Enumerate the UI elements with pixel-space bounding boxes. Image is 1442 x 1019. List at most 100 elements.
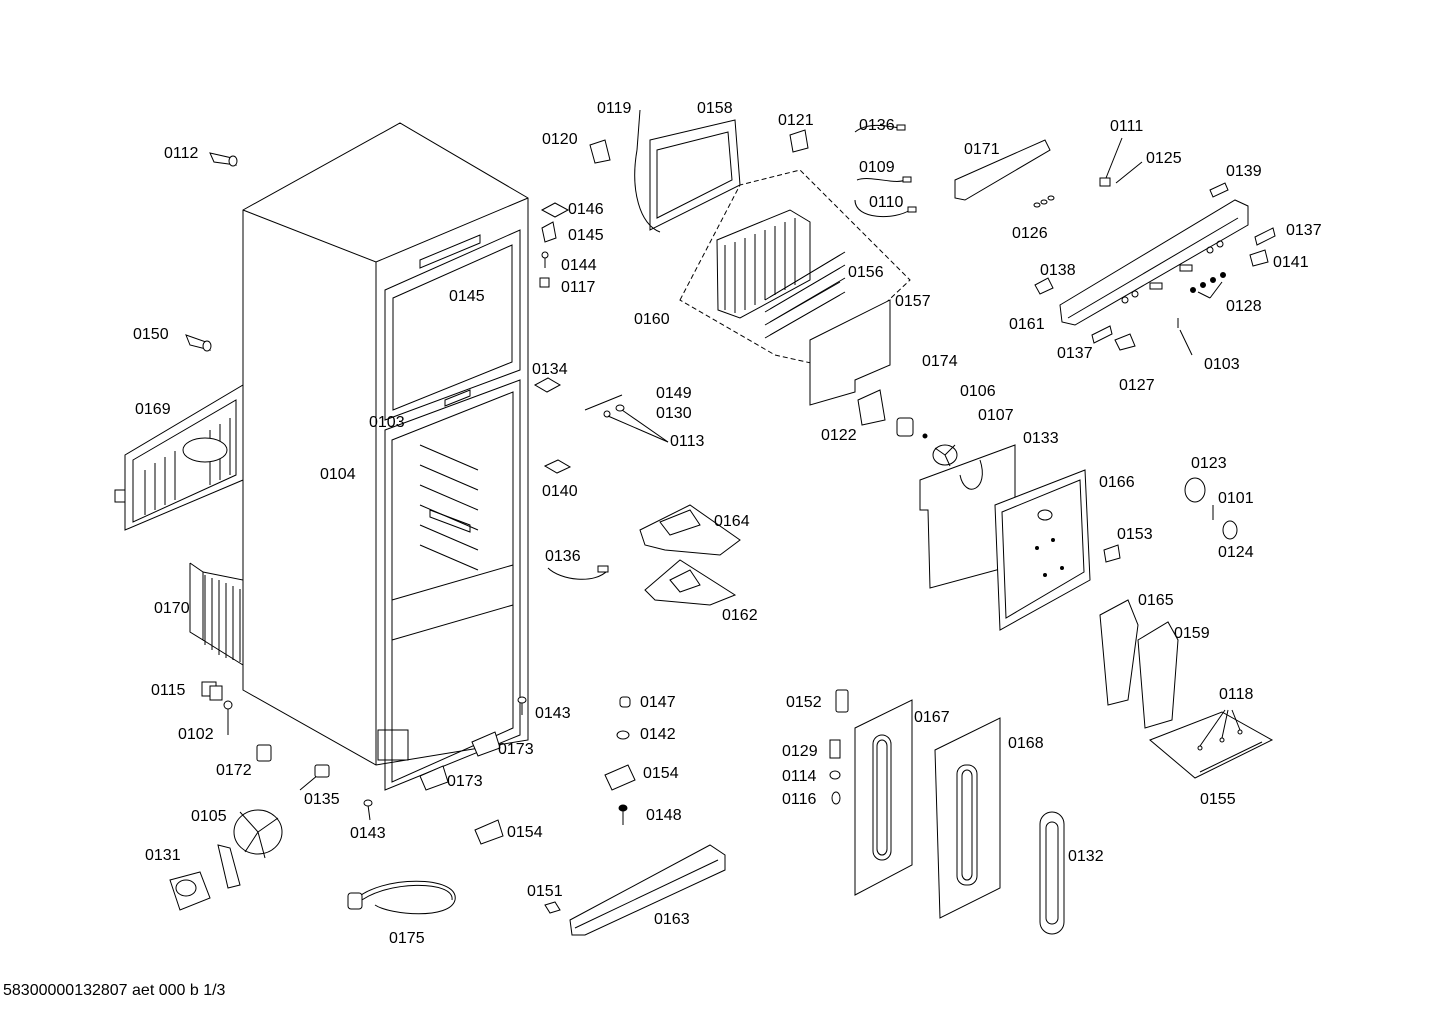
part-label-0172: 0172 [216, 762, 252, 779]
part-label-0155: 0155 [1200, 791, 1236, 808]
part-label-0159: 0159 [1174, 625, 1210, 642]
part-label-0103: 0103 [1204, 356, 1240, 373]
part-label-0142: 0142 [640, 726, 676, 743]
part-label-0145: 0145 [568, 227, 604, 244]
part-label-0170: 0170 [154, 600, 190, 617]
base-grille [544, 844, 726, 936]
part-label-0173: 0173 [498, 741, 534, 758]
part-label-0126: 0126 [1012, 225, 1048, 242]
part-label-0109: 0109 [859, 159, 895, 176]
part-label-0134: 0134 [532, 361, 568, 378]
door-liner-fridge [934, 717, 1001, 919]
part-label-0158: 0158 [697, 100, 733, 117]
power-cable [347, 880, 456, 915]
fan-housing [857, 389, 958, 467]
part-label-0164: 0164 [714, 513, 750, 530]
part-label-0137: 0137 [1057, 345, 1093, 362]
part-label-0145: 0145 [449, 288, 485, 305]
shelf-brackets [639, 504, 741, 606]
part-label-0131: 0131 [145, 847, 181, 864]
part-label-0111: 0111 [1110, 118, 1144, 135]
part-label-0174: 0174 [922, 353, 958, 370]
part-label-0166: 0166 [1099, 474, 1135, 491]
part-label-0125: 0125 [1146, 150, 1182, 167]
part-label-0150: 0150 [133, 326, 169, 343]
part-label-0137: 0137 [1286, 222, 1322, 239]
fan-cover-plate [919, 444, 1016, 589]
part-label-0160: 0160 [634, 311, 670, 328]
part-label-0129: 0129 [782, 743, 818, 760]
part-label-0104: 0104 [320, 466, 356, 483]
part-label-0127: 0127 [1119, 377, 1155, 394]
part-label-0122: 0122 [821, 427, 857, 444]
control-panel [1034, 182, 1276, 351]
part-label-0107: 0107 [978, 407, 1014, 424]
part-label-0135: 0135 [304, 791, 340, 808]
door-handles [1099, 599, 1179, 729]
door-liner-freezer [854, 699, 913, 896]
right-small-parts [1103, 477, 1238, 563]
rear-cover-panel [114, 384, 244, 531]
part-label-0124: 0124 [1218, 544, 1254, 561]
part-label-0139: 0139 [1226, 163, 1262, 180]
part-label-0136: 0136 [859, 117, 895, 134]
evaporator-plate [809, 299, 891, 406]
condenser [189, 562, 244, 666]
door-small-parts [829, 689, 849, 805]
part-label-0128: 0128 [1226, 298, 1262, 315]
part-label-0162: 0162 [722, 607, 758, 624]
part-label-0114: 0114 [782, 768, 817, 785]
part-label-0167: 0167 [914, 709, 950, 726]
part-label-0173: 0173 [447, 773, 483, 790]
part-label-0110: 0110 [869, 194, 904, 211]
part-label-0138: 0138 [1040, 262, 1076, 279]
door-strip [1039, 811, 1065, 935]
part-label-0113: 0113 [670, 433, 705, 450]
part-label-0117: 0117 [561, 279, 596, 296]
part-label-0171: 0171 [964, 141, 1000, 158]
part-label-0101: 0101 [1218, 490, 1254, 507]
part-label-0132: 0132 [1068, 848, 1104, 865]
part-label-0154: 0154 [643, 765, 679, 782]
document-id-footer: 58300000132807 aet 000 b 1/3 [3, 982, 226, 999]
air-duct-cover [994, 469, 1091, 631]
part-label-0118: 0118 [1219, 686, 1254, 703]
part-label-0116: 0116 [782, 791, 817, 808]
part-label-0152: 0152 [786, 694, 822, 711]
part-label-0149: 0149 [656, 385, 692, 402]
part-label-0163: 0163 [654, 911, 690, 928]
part-label-0130: 0130 [656, 405, 692, 422]
part-label-0115: 0115 [151, 682, 186, 699]
part-label-0157: 0157 [895, 293, 931, 310]
part-label-0143: 0143 [535, 705, 571, 722]
part-label-0112: 0112 [164, 145, 199, 162]
small-parts-upper [539, 124, 1111, 288]
leader-lines [607, 137, 1241, 747]
part-label-0103: 0103 [369, 414, 405, 431]
part-label-0136: 0136 [545, 548, 581, 565]
evaporator-cover [634, 109, 741, 233]
part-label-0169: 0169 [135, 401, 171, 418]
small-parts-middle [533, 377, 625, 580]
bottom-plate [1149, 711, 1274, 779]
fridge-cabinet [242, 122, 529, 791]
part-label-0151: 0151 [527, 883, 563, 900]
part-label-0161: 0161 [1009, 316, 1045, 333]
part-label-0120: 0120 [542, 131, 578, 148]
part-label-0105: 0105 [191, 808, 227, 825]
lower-parts [419, 696, 636, 845]
part-label-0143: 0143 [350, 825, 386, 842]
part-label-0119: 0119 [597, 100, 632, 117]
part-label-0175: 0175 [389, 930, 425, 947]
part-label-0168: 0168 [1008, 735, 1044, 752]
part-label-0148: 0148 [646, 807, 682, 824]
part-label-0140: 0140 [542, 483, 578, 500]
part-label-0147: 0147 [640, 694, 676, 711]
part-label-0154: 0154 [507, 824, 543, 841]
part-label-0106: 0106 [960, 383, 996, 400]
part-label-0102: 0102 [178, 726, 214, 743]
part-label-0141: 0141 [1273, 254, 1309, 271]
part-label-0123: 0123 [1191, 455, 1227, 472]
fan-motor [169, 809, 283, 911]
